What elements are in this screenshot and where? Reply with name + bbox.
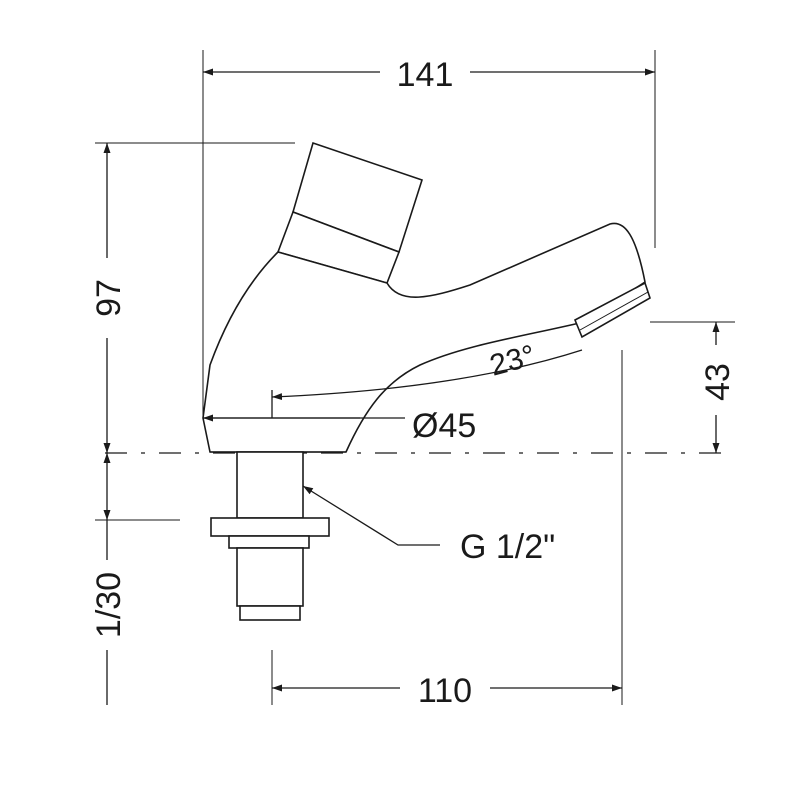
base-diameter-label: Ø45 — [412, 407, 476, 445]
threaded-shank — [236, 451, 304, 519]
dimension-spout-height: 43 — [699, 322, 737, 453]
thread-label: G 1/2" — [460, 528, 555, 566]
spout-reach-label: 110 — [418, 672, 472, 710]
shank-washer — [210, 517, 330, 537]
extension-lines — [95, 50, 735, 705]
dimension-overall-length: 141 — [203, 56, 655, 94]
aerator — [573, 281, 651, 339]
dimension-shank-length: 1/30 — [90, 453, 128, 705]
overall-length-label: 141 — [397, 56, 454, 94]
dimension-overall-height: 97 — [90, 143, 128, 453]
inlet-tip — [239, 605, 301, 621]
spout-angle-label: 23° — [486, 339, 538, 383]
inlet-tail — [236, 547, 304, 607]
spout-height-label: 43 — [699, 363, 737, 401]
overall-height-label: 97 — [90, 279, 128, 317]
dimension-spout-reach: 110 — [272, 672, 622, 710]
shank-length-label: 1/30 — [90, 572, 128, 638]
tap-outline — [202, 141, 651, 621]
lower-nut — [228, 535, 310, 549]
thread-callout: G 1/2" — [302, 485, 555, 566]
